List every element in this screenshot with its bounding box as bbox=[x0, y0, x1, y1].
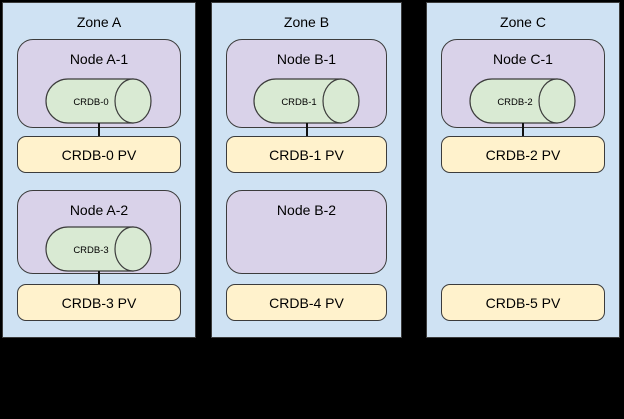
crdb-1-pod-cylinder: CRDB-1 bbox=[252, 78, 361, 124]
node-b1-title: Node B-1 bbox=[276, 51, 337, 67]
node-c1-title: Node C-1 bbox=[493, 51, 553, 67]
crdb-5-pv-label: CRDB-5 PV bbox=[485, 294, 561, 311]
crdb-4-pv-label: CRDB-4 PV bbox=[269, 294, 344, 311]
zone-b-panel: Zone B Node B-1 CRDB-1 CRDB-1 PV Node B-… bbox=[211, 2, 402, 338]
crdb-2-pv-label: CRDB-2 PV bbox=[485, 146, 561, 163]
crdb-4-pv-box: CRDB-4 PV bbox=[226, 284, 387, 321]
node-b2-title: Node B-2 bbox=[276, 202, 337, 218]
pod-to-pv-connector bbox=[98, 271, 100, 285]
crdb-0-pv-box: CRDB-0 PV bbox=[17, 136, 181, 173]
crdb-3-pod-label: CRDB-3 bbox=[73, 245, 108, 256]
node-c1-box: Node C-1 CRDB-2 bbox=[441, 39, 605, 128]
zone-a-title: Zone A bbox=[76, 14, 122, 30]
zone-a-panel: Zone A Node A-1 CRDB-0 CRDB-0 PV Node A-… bbox=[2, 2, 196, 338]
crdb-0-pod-cylinder: CRDB-0 bbox=[45, 78, 153, 124]
crdb-5-pv-box: CRDB-5 PV bbox=[441, 284, 605, 321]
crdb-2-pod-cylinder: CRDB-2 bbox=[469, 78, 577, 124]
pod-to-pv-connector bbox=[522, 123, 524, 137]
crdb-0-pod-label: CRDB-0 bbox=[73, 97, 108, 108]
crdb-2-pod-label: CRDB-2 bbox=[497, 97, 532, 108]
node-a1-title: Node A-1 bbox=[69, 51, 129, 67]
crdb-2-pv-box: CRDB-2 PV bbox=[441, 136, 605, 173]
crdb-1-pod-label: CRDB-1 bbox=[281, 97, 316, 108]
node-a2-box: Node A-2 CRDB-3 bbox=[17, 190, 181, 274]
crdb-1-pv-label: CRDB-1 PV bbox=[269, 146, 344, 163]
crdb-3-pod-cylinder: CRDB-3 bbox=[45, 226, 153, 272]
crdb-1-pv-box: CRDB-1 PV bbox=[226, 136, 387, 173]
pod-to-pv-connector bbox=[98, 123, 100, 137]
zone-c-title: Zone C bbox=[500, 14, 546, 30]
node-a2-title: Node A-2 bbox=[69, 202, 129, 218]
pod-to-pv-connector bbox=[305, 123, 308, 137]
zone-b-title: Zone B bbox=[283, 14, 330, 30]
crdb-3-pv-label: CRDB-3 PV bbox=[61, 294, 137, 311]
node-a1-box: Node A-1 CRDB-0 bbox=[17, 39, 181, 128]
node-b2-box: Node B-2 bbox=[226, 190, 387, 274]
crdb-3-pv-box: CRDB-3 PV bbox=[17, 284, 181, 321]
node-b1-box: Node B-1 CRDB-1 bbox=[226, 39, 387, 128]
zone-c-panel: Zone C Node C-1 CRDB-2 CRDB-2 PV CRDB-5 … bbox=[426, 2, 620, 338]
crdb-0-pv-label: CRDB-0 PV bbox=[61, 146, 137, 163]
